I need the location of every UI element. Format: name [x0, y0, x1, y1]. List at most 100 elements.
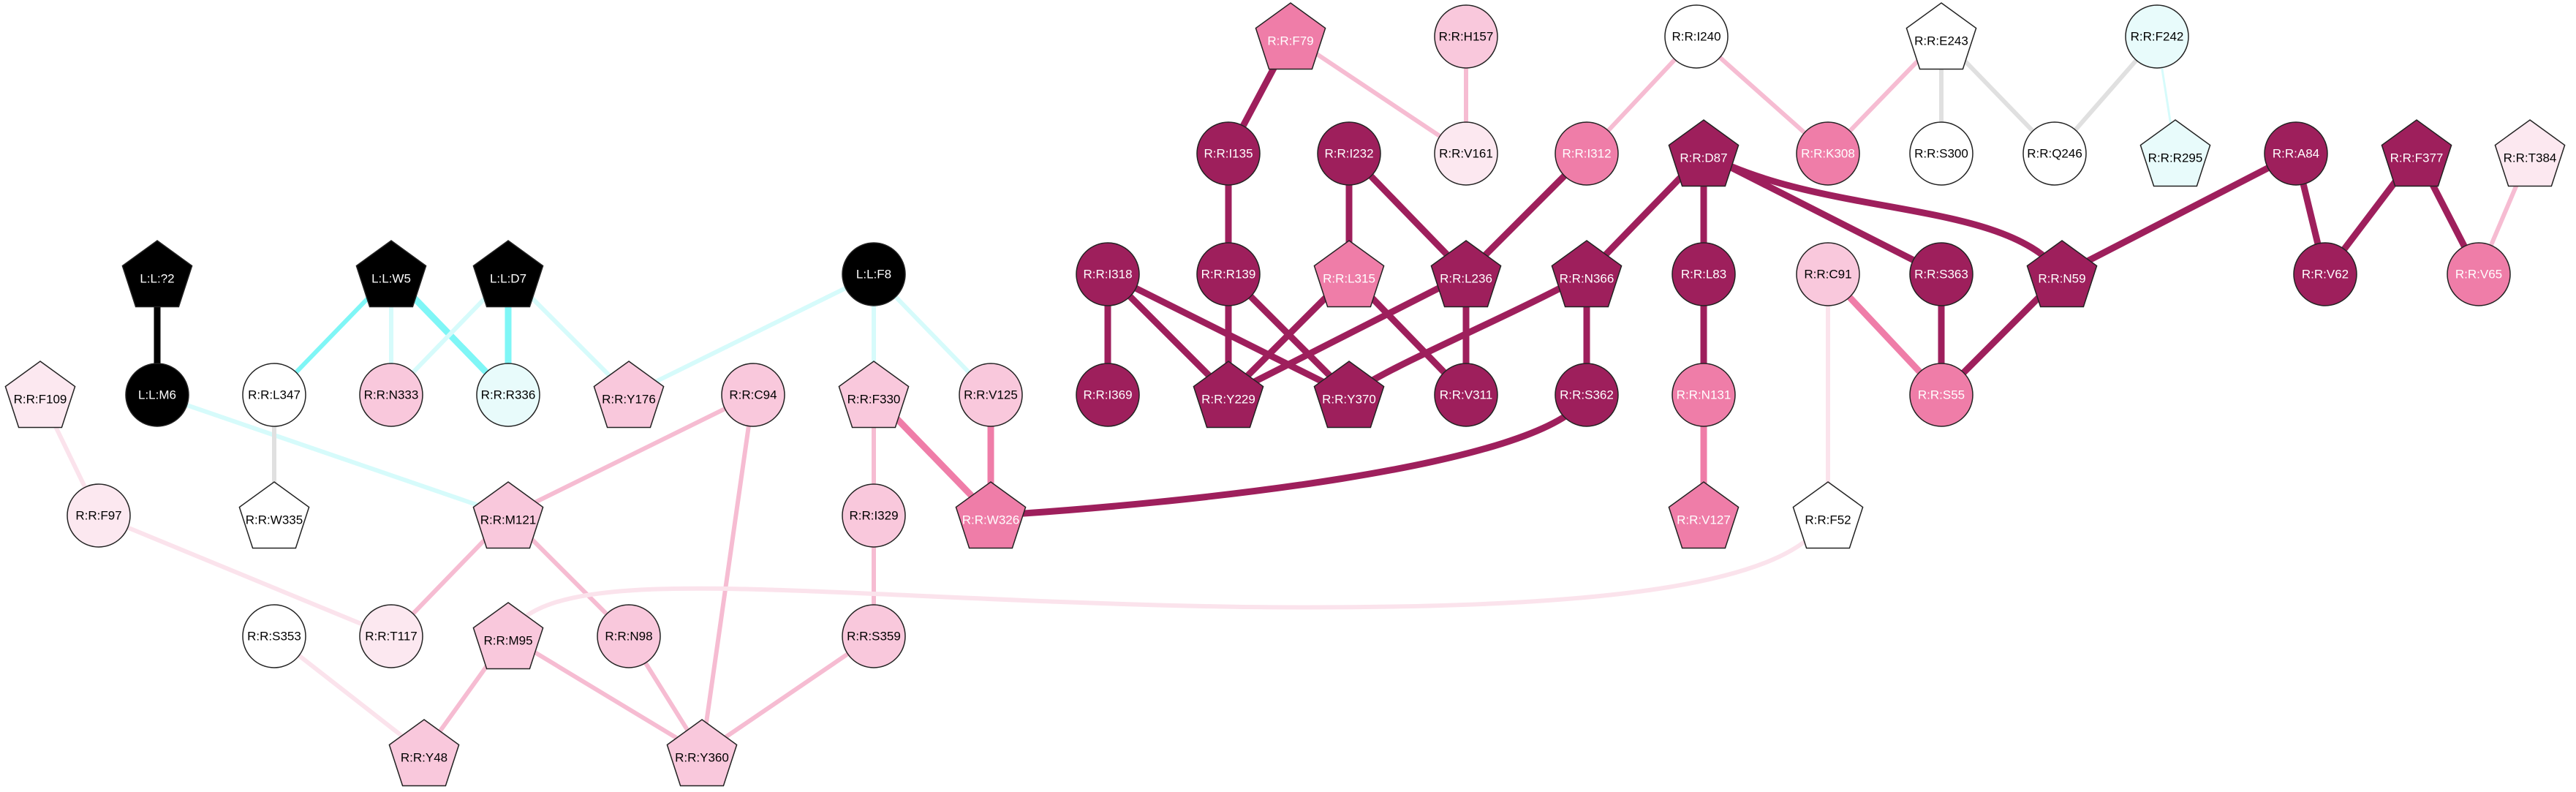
node-y370[interactable]: R:R:Y370: [1313, 361, 1385, 429]
node-s363[interactable]: R:R:S363: [1909, 242, 1973, 306]
node-shape-circle: [842, 604, 906, 668]
node-label: R:R:F109: [14, 393, 67, 407]
node-n59[interactable]: R:R:N59: [2026, 240, 2098, 308]
node-q246[interactable]: R:R:Q246: [2022, 121, 2087, 186]
node-d87[interactable]: R:R:D87: [1668, 119, 1740, 187]
node-lf8[interactable]: L:L:F8: [842, 242, 906, 306]
node-label: R:R:N333: [364, 388, 419, 402]
node-r295[interactable]: R:R:R295: [2139, 119, 2211, 187]
node-y360[interactable]: R:R:Y360: [666, 719, 738, 787]
node-s55[interactable]: R:R:S55: [1909, 363, 1973, 427]
edge-f97-t117: [97, 513, 393, 638]
node-s300[interactable]: R:R:S300: [1909, 121, 1973, 186]
edge-f79-v161: [1288, 34, 1468, 156]
node-label: R:R:C91: [1804, 268, 1851, 282]
node-n366[interactable]: R:R:N366: [1551, 240, 1623, 308]
node-e243[interactable]: R:R:E243: [1905, 2, 1977, 70]
node-label: R:R:W326: [962, 513, 1019, 527]
node-s362[interactable]: R:R:S362: [1555, 363, 1619, 427]
node-shape-pentagon: [1430, 240, 1502, 308]
node-label: R:R:I329: [849, 509, 898, 523]
node-v65[interactable]: R:R:V65: [2447, 242, 2511, 306]
node-lw5[interactable]: L:L:W5: [355, 240, 427, 308]
node-v125[interactable]: R:R:V125: [959, 363, 1023, 427]
node-f377[interactable]: R:R:F377: [2381, 119, 2452, 187]
node-i369[interactable]: R:R:I369: [1076, 363, 1140, 427]
node-shape-circle: [842, 242, 906, 306]
node-m121[interactable]: R:R:M121: [472, 481, 544, 549]
node-v311[interactable]: R:R:V311: [1434, 363, 1498, 427]
node-m95[interactable]: R:R:M95: [472, 602, 544, 670]
edge-s362-w326: [987, 391, 1590, 519]
node-y229[interactable]: R:R:Y229: [1193, 361, 1264, 429]
node-n333[interactable]: R:R:N333: [359, 363, 423, 427]
node-i240[interactable]: R:R:I240: [1664, 4, 1729, 69]
node-l315[interactable]: R:R:L315: [1313, 240, 1385, 308]
node-y176[interactable]: R:R:Y176: [593, 361, 665, 429]
node-i232[interactable]: R:R:I232: [1317, 121, 1381, 186]
node-label: L:L:?2: [140, 272, 174, 286]
node-shape-circle: [1796, 121, 1860, 186]
edge-m95-y360: [506, 634, 704, 755]
node-v161[interactable]: R:R:V161: [1434, 121, 1498, 186]
node-shape-pentagon: [666, 719, 738, 787]
node-ld7[interactable]: L:L:D7: [472, 240, 544, 308]
node-i329[interactable]: R:R:I329: [842, 483, 906, 548]
node-f330[interactable]: R:R:F330: [838, 361, 910, 429]
node-shape-pentagon: [1313, 240, 1385, 308]
node-a84[interactable]: R:R:A84: [2264, 121, 2328, 186]
node-label: R:R:M121: [480, 513, 537, 527]
node-s359[interactable]: R:R:S359: [842, 604, 906, 668]
node-shape-circle: [1555, 121, 1619, 186]
node-label: R:R:D87: [1680, 151, 1727, 165]
node-c91[interactable]: R:R:C91: [1796, 242, 1860, 306]
node-f97[interactable]: R:R:F97: [67, 483, 131, 548]
node-label: R:R:H157: [1439, 30, 1494, 44]
node-l72[interactable]: L:L:?2: [121, 240, 193, 308]
node-label: R:R:S353: [247, 630, 301, 644]
node-label: R:R:L83: [1681, 268, 1726, 282]
node-n98[interactable]: R:R:N98: [597, 604, 661, 668]
node-v127[interactable]: R:R:V127: [1668, 481, 1740, 549]
node-label: R:R:C94: [729, 388, 777, 402]
node-l347[interactable]: R:R:L347: [242, 363, 306, 427]
node-shape-circle: [1664, 4, 1729, 69]
node-v62[interactable]: R:R:V62: [2293, 242, 2357, 306]
node-shape-circle: [125, 363, 189, 427]
node-k308[interactable]: R:R:K308: [1796, 121, 1860, 186]
node-label: R:R:V125: [964, 388, 1018, 402]
node-m6[interactable]: L:L:M6: [125, 363, 189, 427]
node-r139[interactable]: R:R:R139: [1196, 242, 1261, 306]
node-label: L:L:D7: [490, 272, 526, 286]
node-i312[interactable]: R:R:I312: [1555, 121, 1619, 186]
node-c94[interactable]: R:R:C94: [721, 363, 785, 427]
node-t117[interactable]: R:R:T117: [359, 604, 423, 668]
node-f109[interactable]: R:R:F109: [4, 361, 76, 429]
node-layer: R:R:F79 R:R:H157 R:R:I240 R:R:E243 R:R:F242R…: [4, 2, 2566, 787]
node-shape-circle: [1434, 121, 1498, 186]
node-label: R:R:A84: [2273, 147, 2319, 161]
node-n131[interactable]: R:R:N131: [1672, 363, 1736, 427]
edge-c94-y360: [700, 393, 755, 755]
node-label: R:R:L315: [1323, 272, 1375, 286]
node-i318[interactable]: R:R:I318: [1076, 242, 1140, 306]
node-shape-pentagon: [1255, 2, 1326, 70]
node-l83[interactable]: R:R:L83: [1672, 242, 1736, 306]
node-w335[interactable]: R:R:W335: [238, 481, 310, 549]
node-shape-circle: [1076, 363, 1140, 427]
node-t384[interactable]: R:R:T384: [2494, 119, 2566, 187]
node-h157[interactable]: R:R:H157: [1434, 4, 1498, 69]
node-f79[interactable]: R:R:F79: [1255, 2, 1326, 70]
node-label: R:R:N366: [1560, 272, 1614, 286]
node-i135[interactable]: R:R:I135: [1196, 121, 1261, 186]
node-f242[interactable]: R:R:F242: [2125, 4, 2189, 69]
node-shape-pentagon: [472, 240, 544, 308]
node-shape-circle: [1196, 121, 1261, 186]
node-y48[interactable]: R:R:Y48: [388, 719, 460, 787]
node-f52[interactable]: R:R:F52: [1792, 481, 1864, 549]
node-r336[interactable]: R:R:R336: [476, 363, 540, 427]
node-shape-pentagon: [355, 240, 427, 308]
node-s353[interactable]: R:R:S353: [242, 604, 306, 668]
node-w326[interactable]: R:R:W326: [955, 481, 1027, 549]
node-l236[interactable]: R:R:L236: [1430, 240, 1502, 308]
